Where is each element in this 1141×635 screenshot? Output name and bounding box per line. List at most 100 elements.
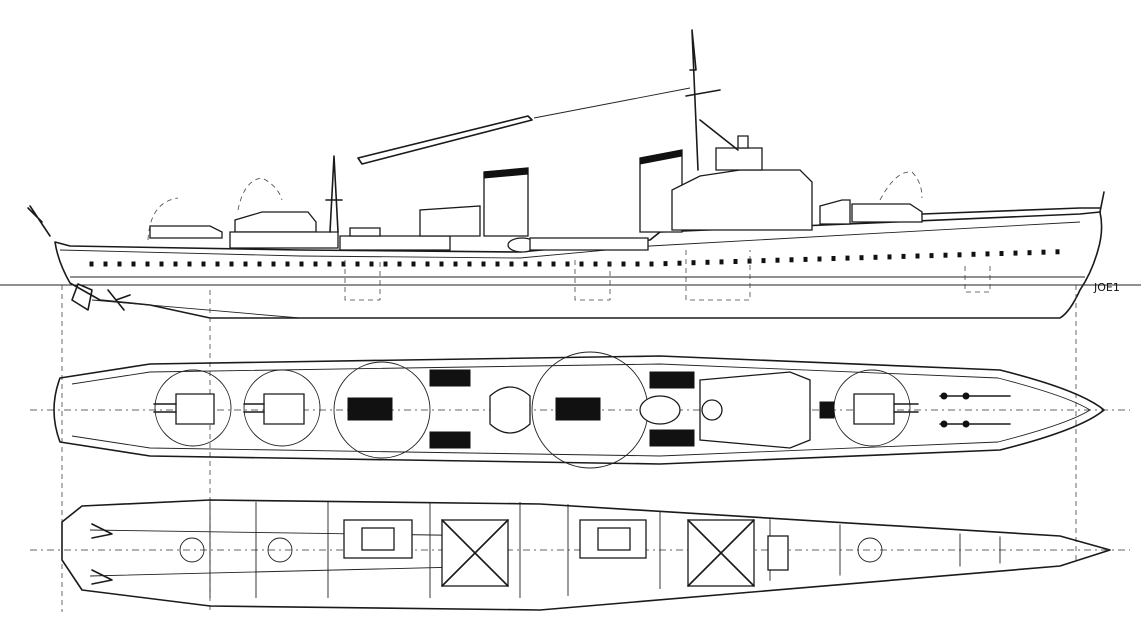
aft-turret-1-side: [149, 225, 223, 239]
turret-aft-2: [263, 393, 305, 425]
waterline-label: JOE1: [1093, 281, 1120, 294]
reload-rack-aft-stbd: [429, 431, 471, 449]
porthole: [467, 261, 472, 267]
porthole: [173, 261, 178, 267]
stern-flagstaff: [27, 205, 51, 237]
aft-deckhouse: [229, 231, 339, 249]
porthole: [299, 261, 304, 267]
bridge-tower: [715, 147, 763, 171]
porthole: [355, 261, 360, 267]
anchor-cables: [939, 395, 1011, 425]
turret-fwd-1-barrels: [893, 403, 919, 413]
porthole: [103, 261, 108, 267]
rudder: [71, 283, 93, 311]
porthole: [957, 252, 962, 258]
porthole: [733, 259, 738, 264]
fwd-turret-1-side: [851, 203, 923, 223]
windlass-port: [962, 392, 970, 400]
aft-tube-cover: [349, 227, 381, 237]
porthole: [523, 261, 528, 267]
aft-funnel: [483, 167, 529, 237]
engine-fwd: [597, 527, 631, 551]
mainmast: [325, 155, 343, 233]
porthole: [481, 261, 486, 267]
porthole: [495, 261, 500, 267]
turret-fwd-1: [853, 393, 895, 425]
porthole: [271, 261, 276, 267]
arc-of-fire-1: [147, 197, 179, 241]
porthole: [565, 261, 570, 267]
porthole: [145, 261, 150, 267]
porthole: [943, 252, 948, 258]
porthole: [677, 260, 682, 266]
porthole: [551, 261, 556, 267]
turret-aft-1: [175, 393, 215, 425]
aerial-boom: [357, 115, 533, 165]
porthole: [425, 261, 430, 267]
arc-of-fire-2: [237, 177, 283, 211]
propellers-plan: [91, 523, 113, 585]
porthole: [215, 261, 220, 267]
boiler-aft-cross: [441, 519, 509, 587]
auxiliary-machinery: [767, 535, 789, 571]
portholes: [89, 249, 1060, 267]
porthole: [761, 258, 766, 264]
porthole: [915, 253, 920, 259]
aerial-wire: [533, 87, 691, 119]
porthole: [775, 257, 780, 263]
shaft-well-aft: [179, 537, 205, 563]
fore-funnel-plan: [639, 395, 681, 425]
deck-plan: [30, 351, 1130, 469]
porthole: [1055, 249, 1060, 255]
aft-funnel-cap: [483, 167, 529, 179]
porthole: [929, 253, 934, 259]
porthole: [383, 261, 388, 267]
porthole: [607, 261, 612, 267]
machinery-outlines: [344, 250, 991, 301]
porthole: [971, 251, 976, 257]
porthole: [859, 255, 864, 261]
porthole: [131, 261, 136, 267]
propeller-shaft: [91, 299, 301, 319]
hull-outline: [54, 211, 1103, 319]
porthole: [397, 261, 402, 267]
porthole: [705, 259, 710, 265]
porthole: [411, 261, 416, 267]
porthole: [439, 261, 444, 267]
porthole: [537, 261, 542, 267]
porthole: [243, 261, 248, 267]
porthole: [887, 254, 892, 260]
porthole: [747, 258, 752, 264]
torpedo-tube-mount-aft: [339, 235, 451, 251]
porthole: [789, 257, 794, 263]
porthole: [663, 261, 668, 267]
torpedo-mount-fwd: [555, 397, 601, 421]
anchor-stbd: [940, 420, 948, 428]
shaft-well-mid: [267, 537, 293, 563]
side-elevation: JOE1: [0, 29, 1141, 319]
anchor-port: [940, 392, 948, 400]
propeller: [107, 289, 131, 311]
turret-arc-aft-1: [154, 369, 232, 447]
turret-aft-2-barrels: [243, 403, 265, 413]
porthole: [341, 261, 346, 267]
porthole: [1041, 249, 1046, 255]
bridge-superstructure: [671, 169, 813, 231]
deck-inner-line: [71, 363, 1091, 457]
porthole: [901, 253, 906, 259]
foremast: [685, 29, 739, 171]
porthole: [831, 256, 836, 261]
director-plan: [819, 401, 835, 419]
engine-aft: [361, 527, 395, 551]
foremast-plan: [701, 399, 723, 421]
torpedo-mount-aft: [347, 397, 393, 421]
porthole: [649, 261, 654, 267]
hold-outline: [61, 499, 1111, 611]
turret-aft-1-barrels: [153, 403, 177, 413]
porthole: [691, 260, 696, 266]
porthole: [327, 261, 332, 267]
porthole: [285, 261, 290, 267]
bridge-plan: [699, 371, 811, 449]
porthole: [1013, 250, 1018, 256]
aft-funnel-plan: [489, 386, 531, 434]
